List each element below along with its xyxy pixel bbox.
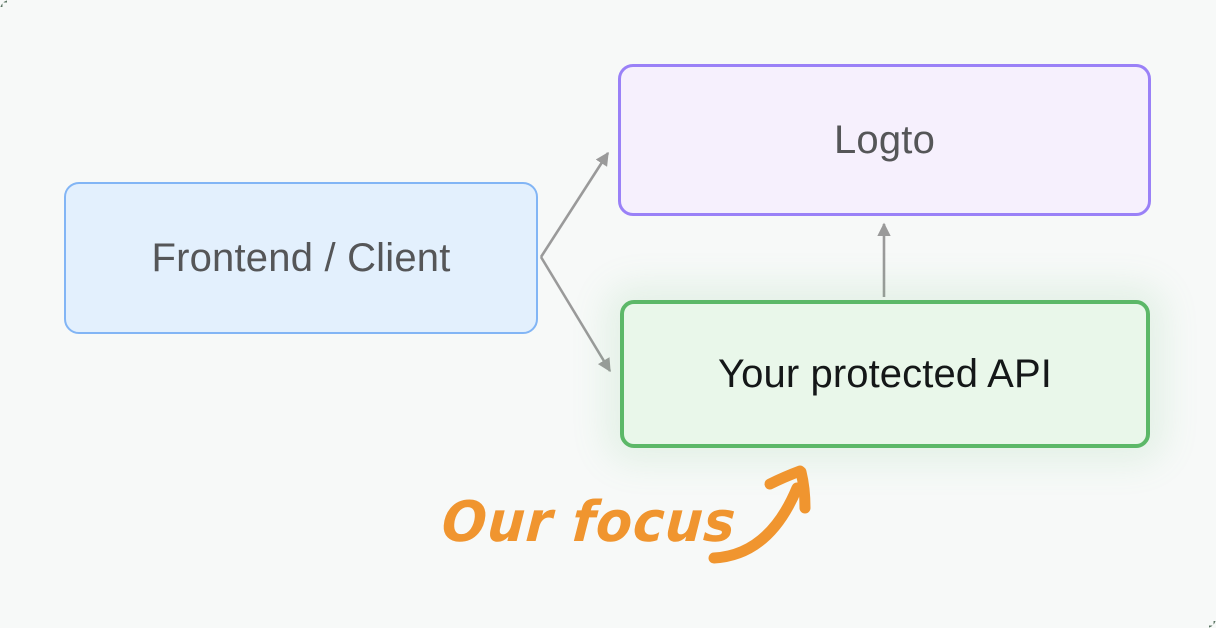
node-logto[interactable]: Logto	[618, 64, 1151, 216]
edge-frontend-to-api	[539, 256, 612, 373]
node-frontend-client[interactable]: Frontend / Client	[64, 182, 538, 334]
curved-up-right-arrow-icon	[708, 465, 811, 564]
edge-frontend-to-logto	[539, 151, 610, 258]
node-logto-label: Logto	[833, 117, 936, 162]
node-frontend-client-label: Frontend / Client	[151, 235, 451, 280]
node-your-protected-api[interactable]: Your protected API	[620, 300, 1150, 448]
node-your-protected-api-label: Your protected API	[718, 351, 1052, 396]
focus-annotation-label: Our focus	[439, 490, 739, 555]
focus-annotation: Our focus	[436, 462, 826, 587]
